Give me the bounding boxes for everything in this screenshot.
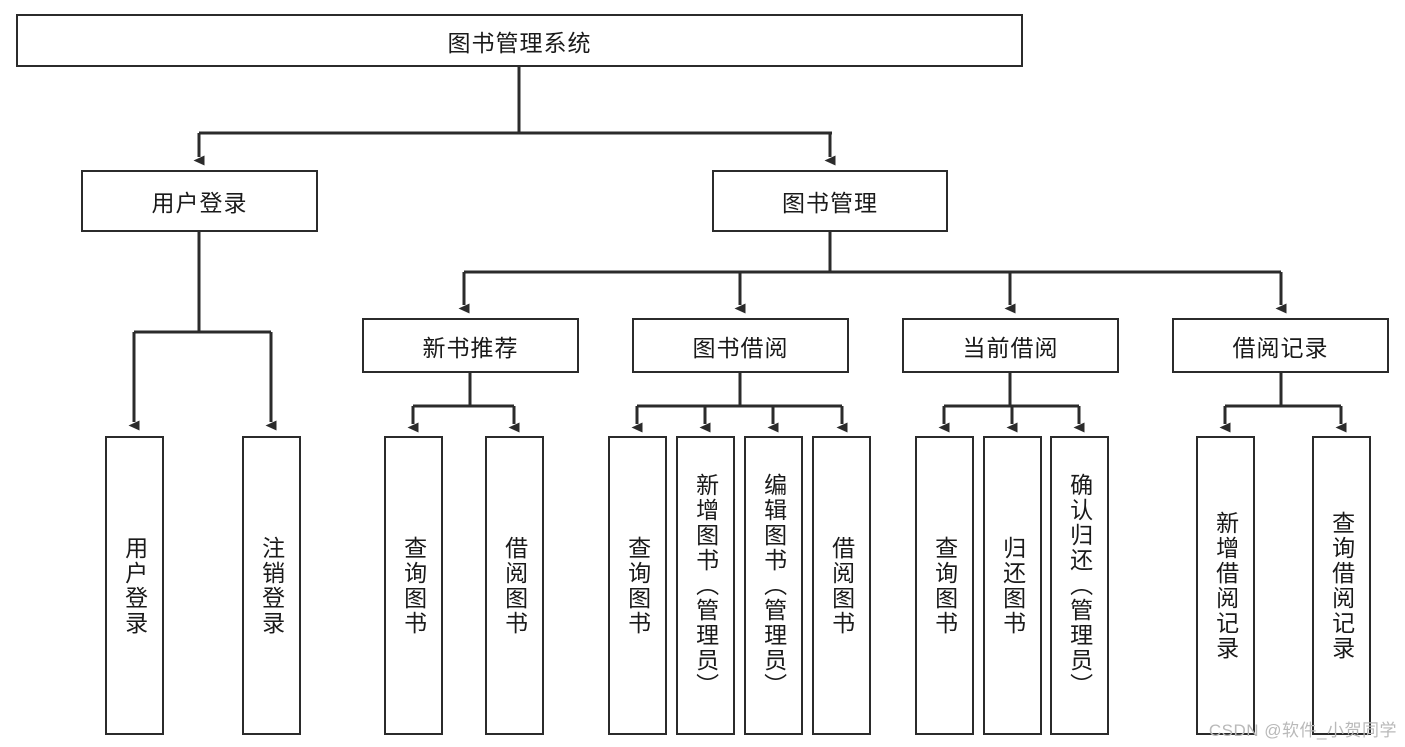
leaf-node[interactable]: 借阅图书 xyxy=(812,436,871,735)
leaf-label: 确认归还（管理员） xyxy=(1066,473,1093,698)
node-borrow-records[interactable]: 借阅记录 xyxy=(1172,318,1389,373)
node-label: 图书管理系统 xyxy=(447,29,592,56)
leaf-node[interactable]: 注销登录 xyxy=(242,436,301,735)
leaf-node[interactable]: 查询图书 xyxy=(384,436,443,735)
leaf-label: 查询图书 xyxy=(400,535,427,636)
node-book-management[interactable]: 图书管理 xyxy=(712,170,948,232)
leaf-label: 借阅图书 xyxy=(501,535,528,636)
node-root-system[interactable]: 图书管理系统 xyxy=(16,14,1023,67)
leaf-node[interactable]: 查询图书 xyxy=(915,436,974,735)
leaf-label: 查询图书 xyxy=(624,535,651,636)
node-label: 图书管理 xyxy=(782,190,878,216)
node-current-borrow[interactable]: 当前借阅 xyxy=(902,318,1119,373)
node-label: 借阅记录 xyxy=(1232,334,1329,361)
leaf-label: 编辑图书（管理员） xyxy=(760,473,787,698)
node-label: 图书借阅 xyxy=(692,334,789,361)
node-label: 用户登录 xyxy=(151,190,248,216)
node-user-login[interactable]: 用户登录 xyxy=(81,170,318,232)
leaf-node[interactable]: 确认归还（管理员） xyxy=(1050,436,1109,735)
leaf-node[interactable]: 用户登录 xyxy=(105,436,164,735)
node-label: 当前借阅 xyxy=(962,334,1059,361)
leaf-node[interactable]: 新增图书（管理员） xyxy=(676,436,735,735)
leaf-label: 借阅图书 xyxy=(828,535,855,636)
leaf-label: 新增图书（管理员） xyxy=(692,473,719,698)
node-label: 新书推荐 xyxy=(422,334,519,361)
leaf-label: 新增借阅记录 xyxy=(1212,510,1239,661)
leaf-label: 查询图书 xyxy=(931,535,958,636)
leaf-label: 归还图书 xyxy=(999,535,1026,636)
watermark-text: CSDN @软件_小贺同学 xyxy=(1208,721,1397,740)
leaf-node[interactable]: 借阅图书 xyxy=(485,436,544,735)
leaf-node[interactable]: 新增借阅记录 xyxy=(1196,436,1255,735)
leaf-node[interactable]: 查询借阅记录 xyxy=(1312,436,1371,735)
node-book-borrow[interactable]: 图书借阅 xyxy=(632,318,849,373)
node-new-book-recommend[interactable]: 新书推荐 xyxy=(362,318,579,373)
leaf-label: 注销登录 xyxy=(258,535,285,636)
leaf-node[interactable]: 归还图书 xyxy=(983,436,1042,735)
leaf-label: 用户登录 xyxy=(121,535,148,636)
leaf-label: 查询借阅记录 xyxy=(1328,510,1355,661)
leaf-node[interactable]: 查询图书 xyxy=(608,436,667,735)
leaf-node[interactable]: 编辑图书（管理员） xyxy=(744,436,803,735)
